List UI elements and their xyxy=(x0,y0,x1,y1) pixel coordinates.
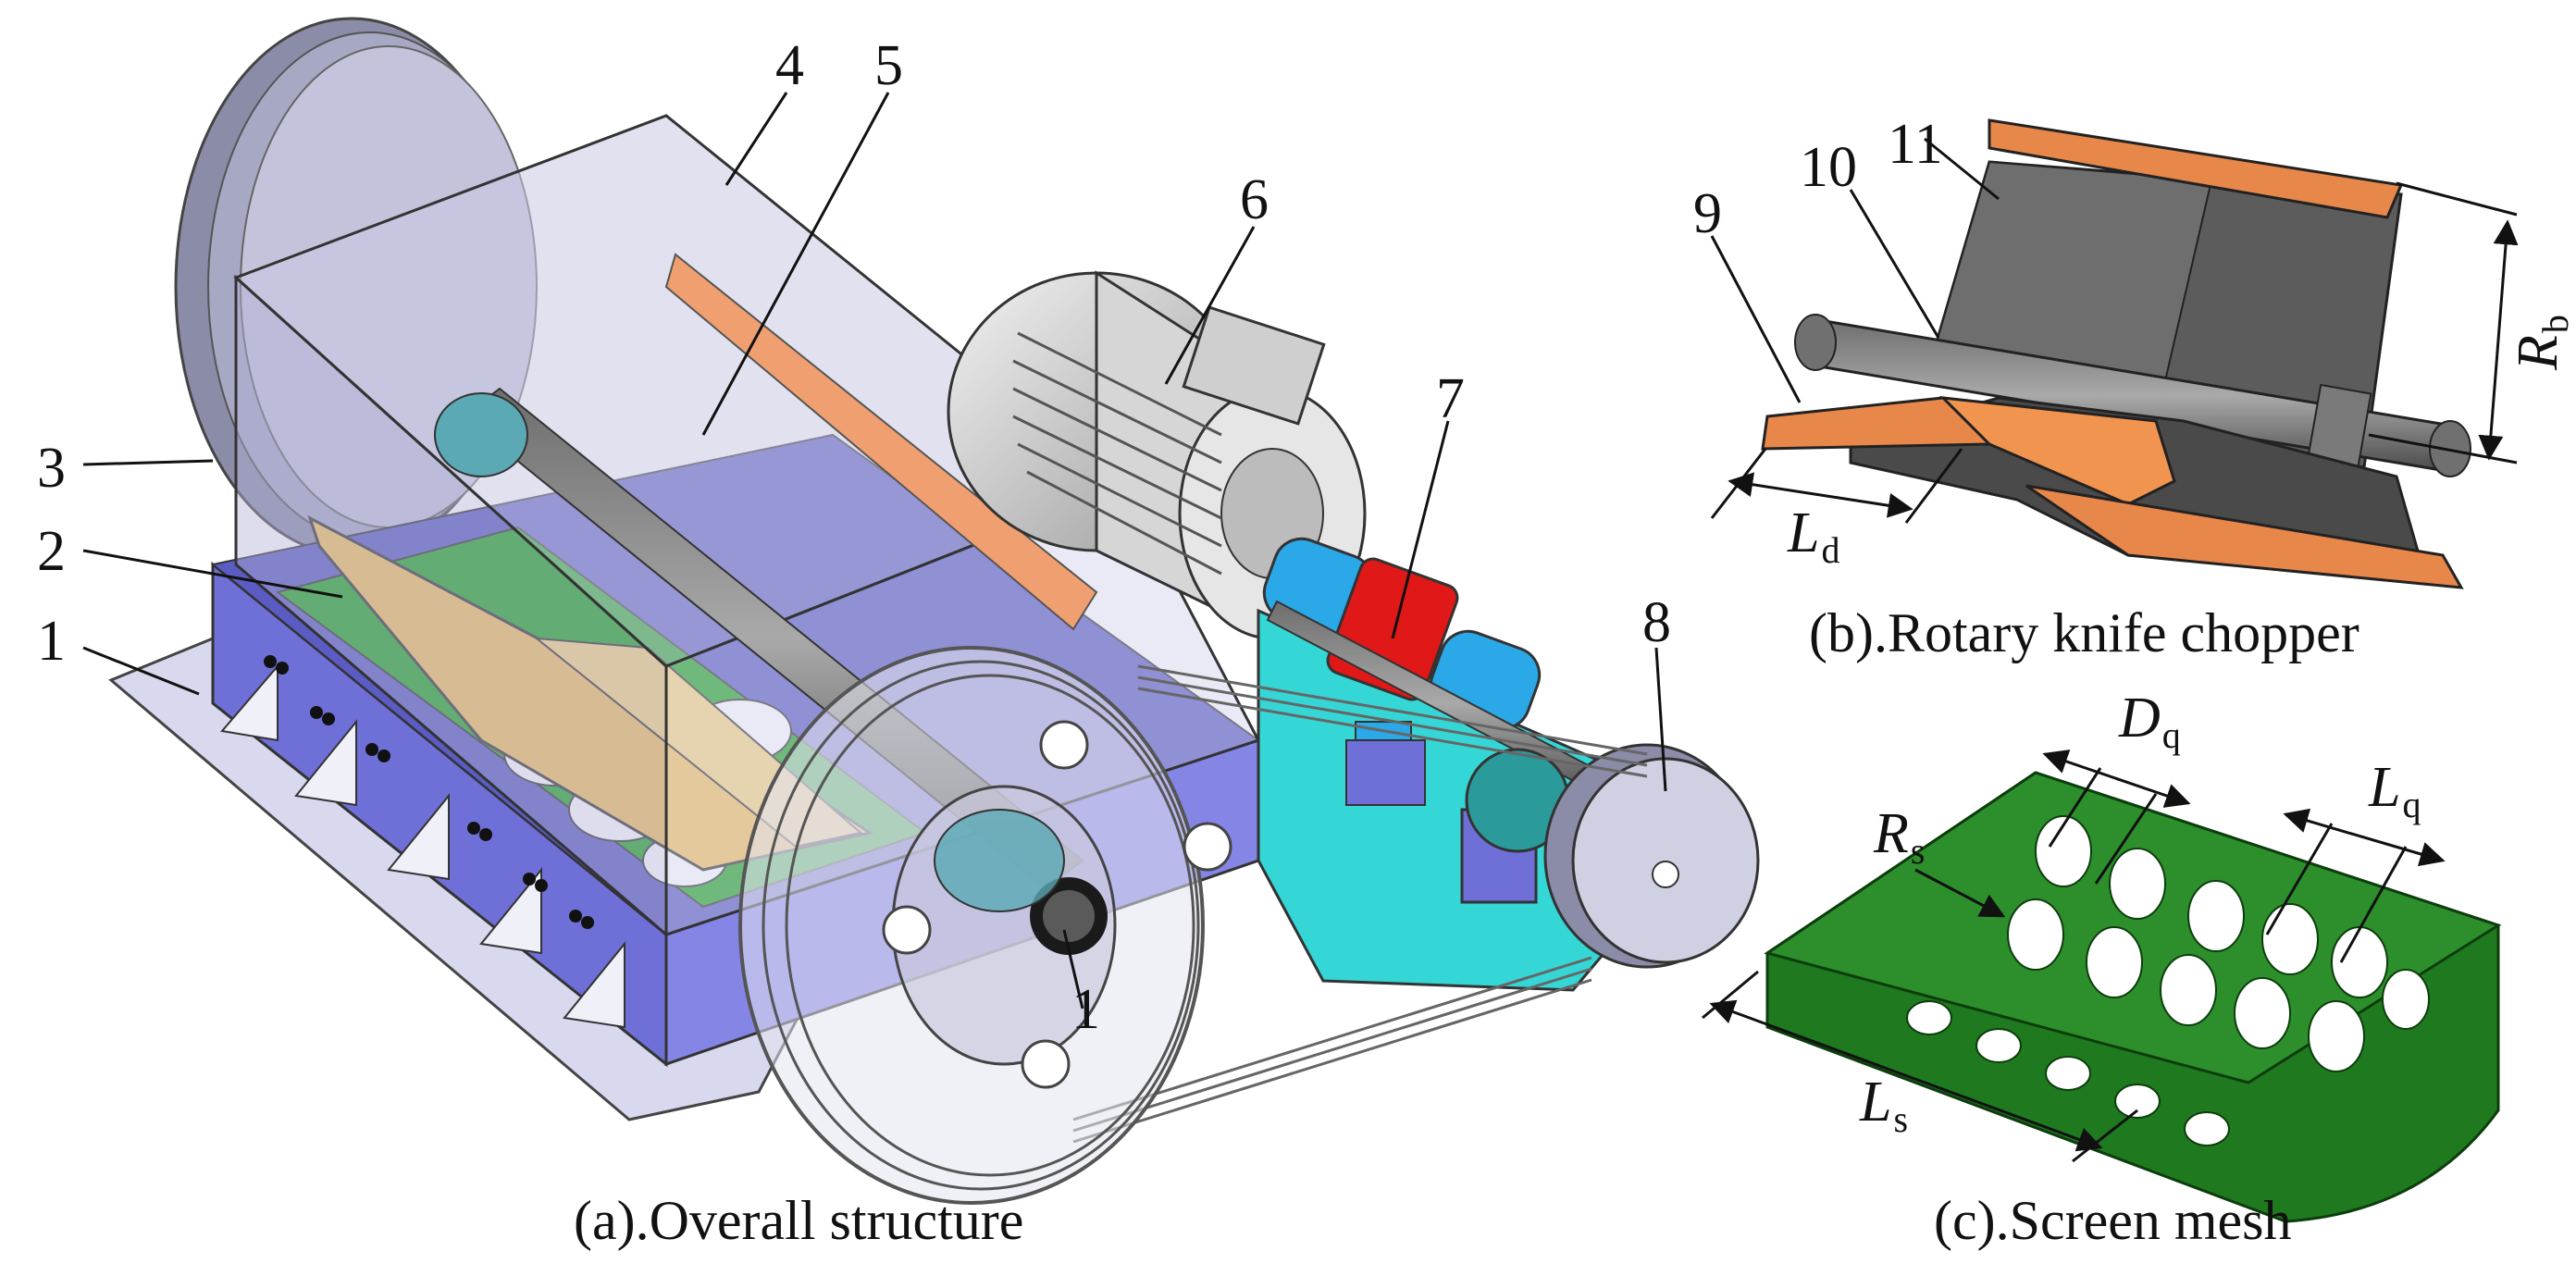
part-label-11: 11 xyxy=(1888,113,1943,176)
shaft-end-left xyxy=(1794,314,1837,371)
part-label-7: 7 xyxy=(1436,367,1465,430)
dimension-Lq: Lq xyxy=(2369,756,2421,825)
upper-knife-edge xyxy=(1988,118,2404,219)
part-label-6: 6 xyxy=(1240,168,1269,231)
rotary-knife-chopper-drawing xyxy=(1710,118,2519,589)
leader-lines-b xyxy=(1710,137,2000,403)
lower-knife-edge xyxy=(2025,484,2464,589)
screen-mesh-drawing xyxy=(1702,749,2502,1223)
dimension-Rs: Rs xyxy=(1874,802,1926,872)
overall-structure-drawing xyxy=(82,17,1760,1205)
Ld-dimension xyxy=(1710,448,1963,524)
dimension-Ld: Ld xyxy=(1788,502,1840,571)
leader-lines-a xyxy=(82,92,1667,1010)
housing-bolts xyxy=(264,655,594,929)
part-label-5: 5 xyxy=(874,34,903,97)
base-stiffeners xyxy=(220,663,625,1029)
part-label-10: 10 xyxy=(1800,136,1857,199)
caption-screen-mesh: (c).Screen mesh xyxy=(1934,1190,2292,1251)
part-label-1: 1 xyxy=(37,610,66,673)
part-label-2: 2 xyxy=(37,520,66,583)
knife-blade-inner xyxy=(664,253,1098,631)
dimension-Dq: Dq xyxy=(2119,687,2181,756)
cutting-edge-9b xyxy=(1938,396,2176,506)
Rs-arrow xyxy=(1914,868,2006,918)
Rb-dimension xyxy=(2368,181,2519,465)
part-label-9: 9 xyxy=(1693,182,1722,245)
caption-overall-structure: (a).Overall structure xyxy=(574,1190,1024,1251)
bearing-front xyxy=(934,809,1065,912)
drive-belts xyxy=(1072,664,1648,1144)
dimension-Ls: Ls xyxy=(1860,1071,1909,1140)
Dq-dimension xyxy=(2042,749,2191,885)
dimension-Rb: Rb xyxy=(2507,315,2576,370)
bearing-rear xyxy=(434,392,528,477)
part-label-1-shaft: 1 xyxy=(1071,978,1100,1041)
caption-rotary-knife-chopper: (b).Rotary knife chopper xyxy=(1809,602,2359,663)
Lq-dimension xyxy=(2265,808,2446,963)
part-label-3: 3 xyxy=(37,437,66,500)
Ls-dimension xyxy=(1702,970,2138,1163)
mesh-holes xyxy=(1906,815,2430,1146)
part-label-4: 4 xyxy=(775,34,804,97)
part-label-8: 8 xyxy=(1642,591,1671,654)
small-pulley xyxy=(1543,743,1760,969)
electric-motor xyxy=(947,270,1367,641)
